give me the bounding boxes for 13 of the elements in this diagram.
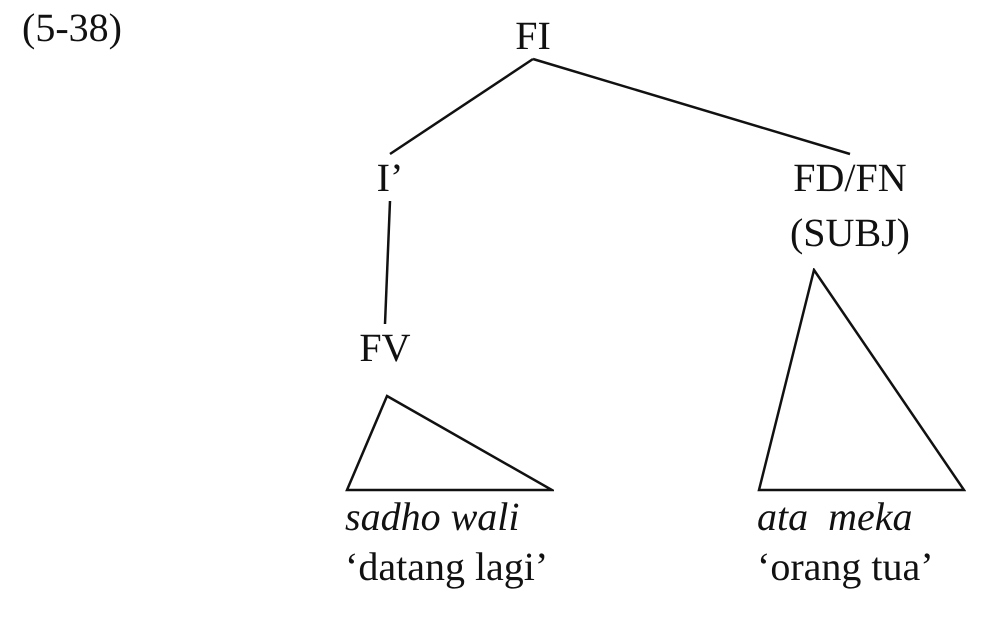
tree-branch bbox=[532, 58, 850, 156]
gloss: ‘datang lagi’ bbox=[345, 543, 550, 591]
tree-branch bbox=[384, 200, 392, 324]
category-label: FI bbox=[515, 12, 551, 60]
category-label: I’ bbox=[376, 154, 404, 202]
gloss: ‘orang tua’ bbox=[757, 543, 935, 591]
category-label: FD/FN bbox=[793, 154, 907, 202]
example-number: (5-38) bbox=[22, 8, 122, 48]
category-label: FV bbox=[359, 324, 411, 372]
tree-branch bbox=[389, 58, 534, 156]
phrase: ata meka bbox=[757, 493, 914, 541]
phrase: sadho wali bbox=[345, 493, 520, 541]
function-label: (SUBJ) bbox=[790, 209, 910, 257]
